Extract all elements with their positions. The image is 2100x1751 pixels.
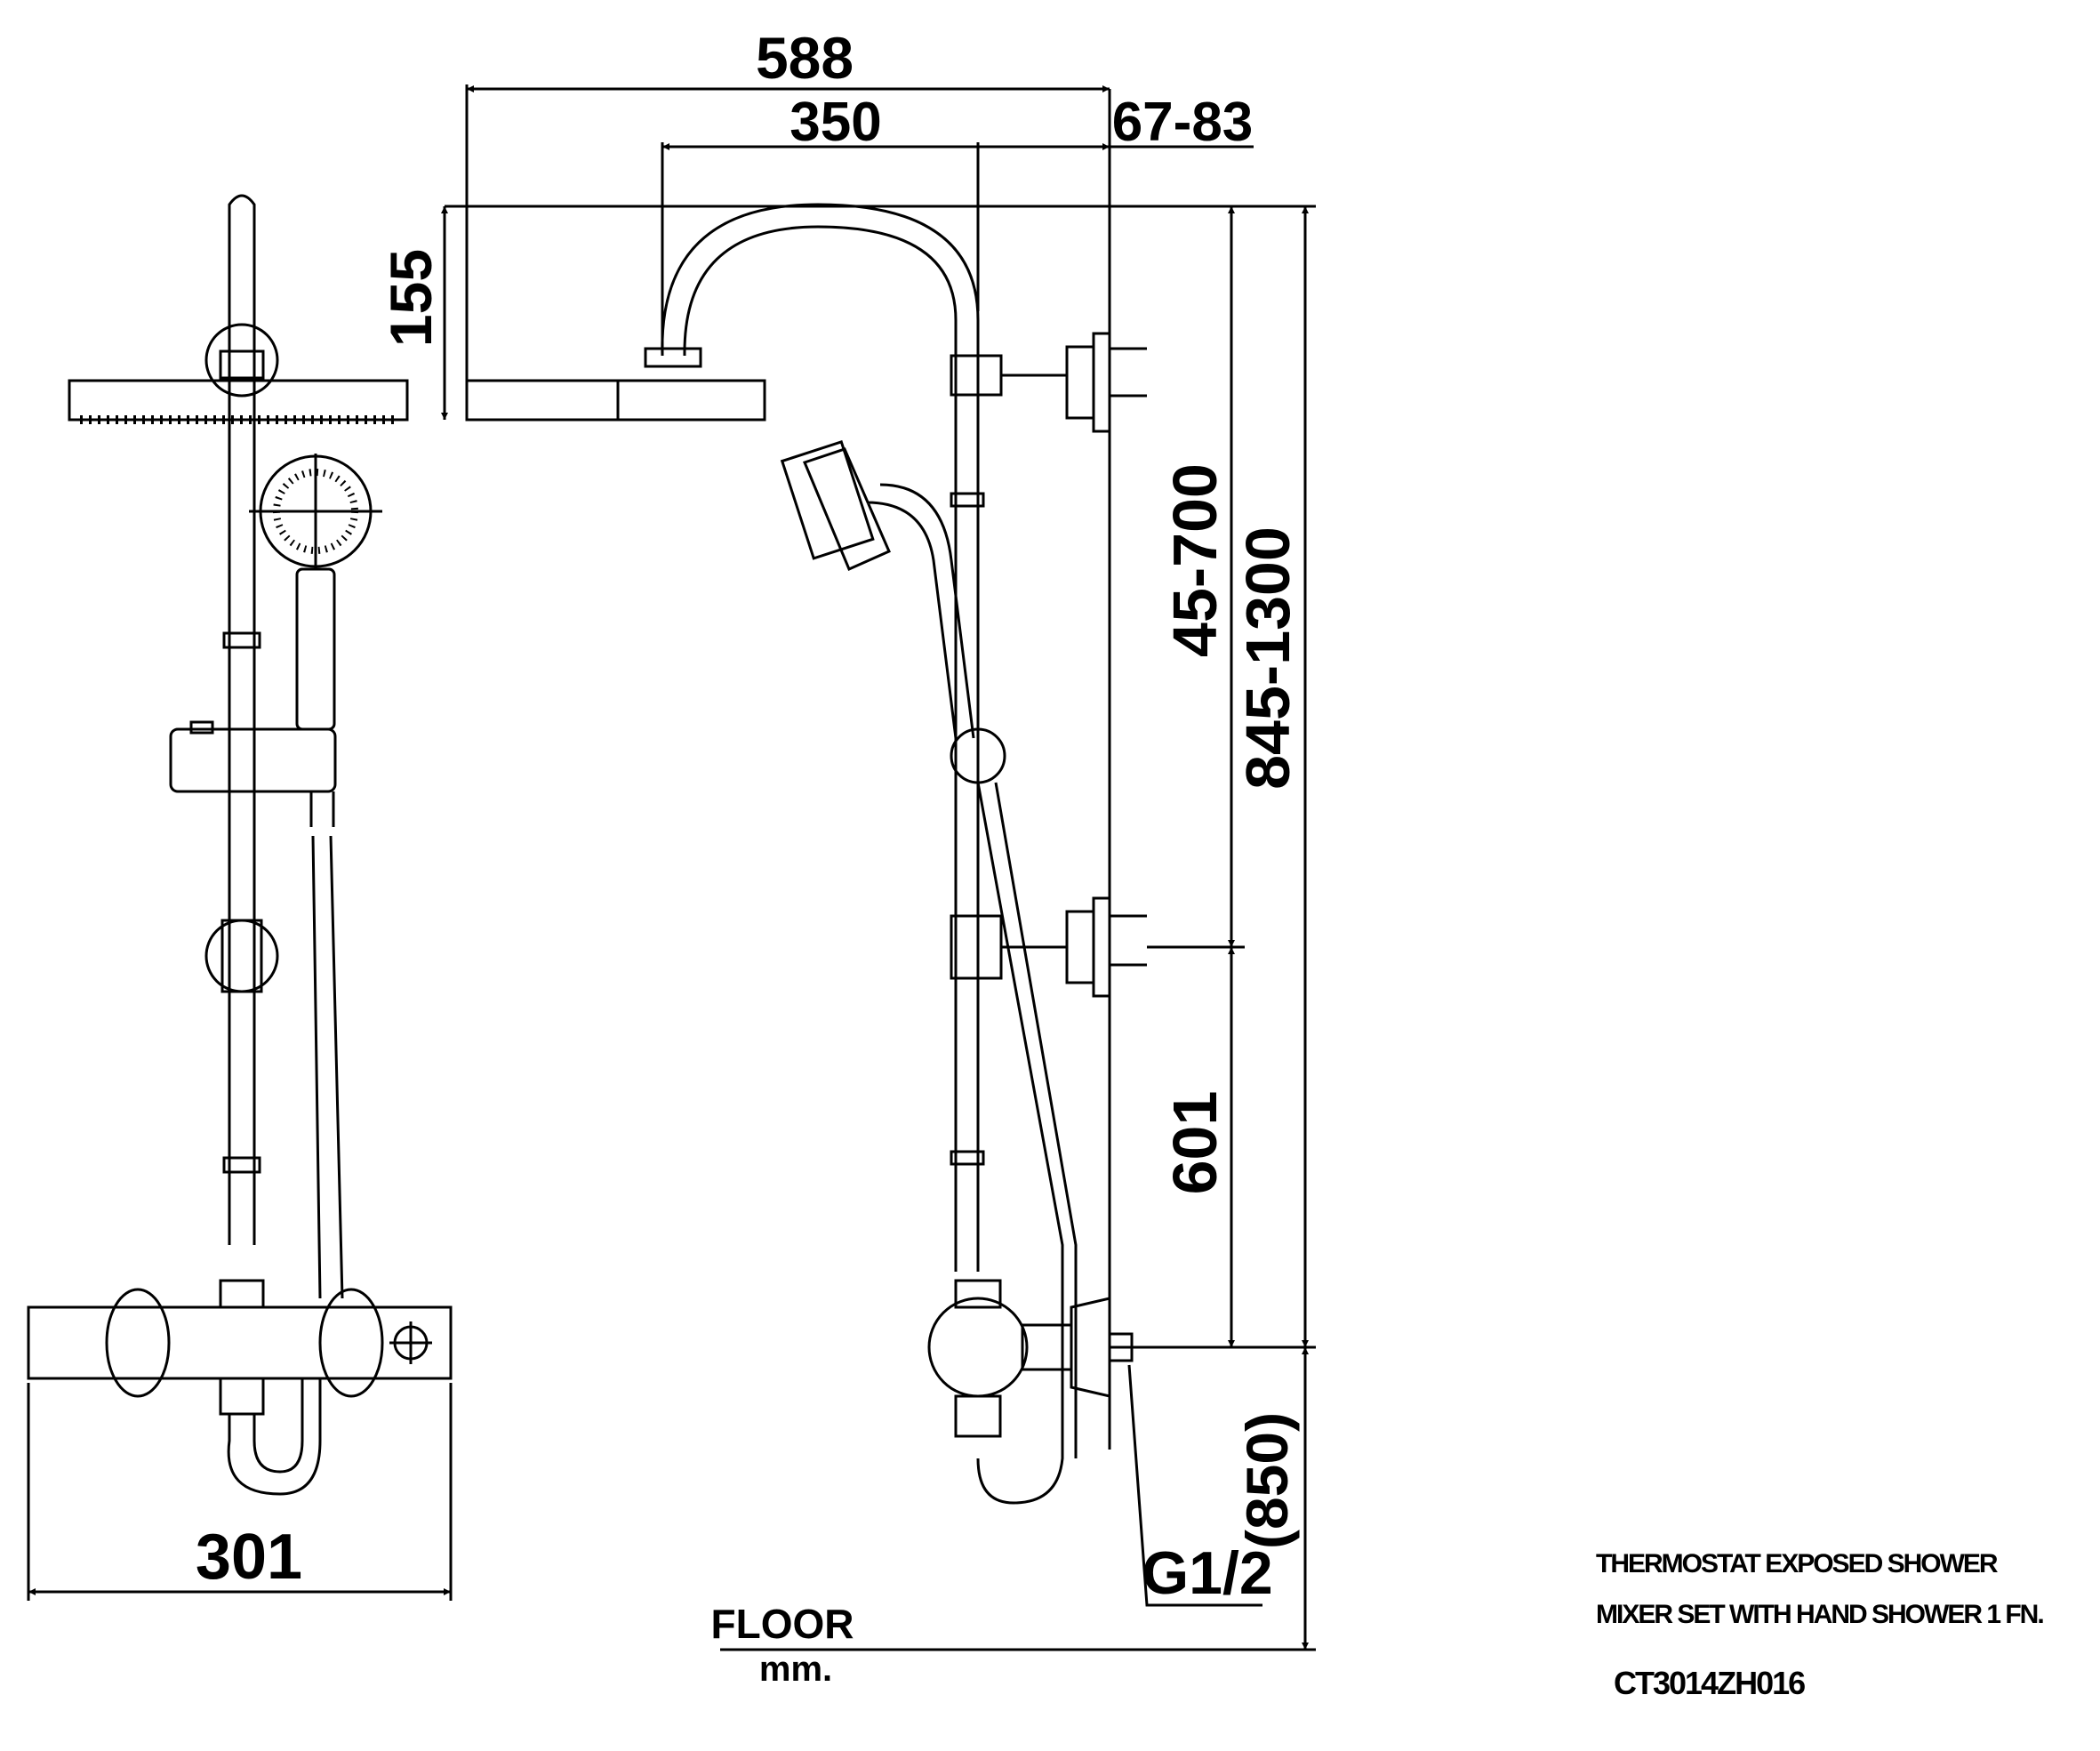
- dim-67-83: 67-83: [1112, 92, 1254, 153]
- dimension-lines: [27, 84, 1316, 1651]
- title-line-2: MIXER SET WITH HAND SHOWER 1 FN.: [1596, 1600, 2043, 1629]
- dim-845-1300: 845-1300: [1233, 526, 1302, 790]
- dim-601: 601: [1160, 1091, 1230, 1195]
- floor-label: FLOOR: [711, 1601, 854, 1647]
- dim-155: 155: [378, 249, 444, 347]
- dim-g1-2: G1/2: [1142, 1539, 1272, 1607]
- dim-588: 588: [756, 25, 854, 91]
- side-overhead-shower: [465, 379, 766, 422]
- front-slide-bracket: [169, 727, 337, 793]
- unit-label: mm.: [759, 1650, 832, 1689]
- front-mid-bracket: [204, 919, 279, 993]
- side-mixer: [927, 1297, 1029, 1398]
- dim-301: 301: [196, 1522, 302, 1593]
- side-top-bracket: [950, 354, 1003, 397]
- side-overhead-arm: [661, 203, 980, 1272]
- front-view: [27, 194, 453, 1496]
- dim-45-700: 45-700: [1160, 463, 1230, 657]
- front-hose: [309, 791, 344, 1299]
- model-number: CT3014ZH016: [1614, 1665, 1805, 1701]
- front-top-bracket: [204, 323, 279, 398]
- title-line-1: THERMOSTAT EXPOSED SHOWER: [1596, 1549, 1999, 1578]
- front-overhead-shower: [68, 379, 409, 422]
- dim-350: 350: [790, 92, 881, 153]
- dim-850: (850): [1234, 1412, 1300, 1549]
- side-mid-bracket: [950, 914, 1003, 980]
- front-riser-top: [228, 194, 256, 1245]
- front-lower-hose: [227, 1378, 322, 1496]
- side-view: [465, 89, 1147, 1505]
- front-mixer-body: [27, 1305, 453, 1380]
- front-hand-shower-handle: [295, 567, 336, 731]
- side-hand-shower: [802, 447, 975, 739]
